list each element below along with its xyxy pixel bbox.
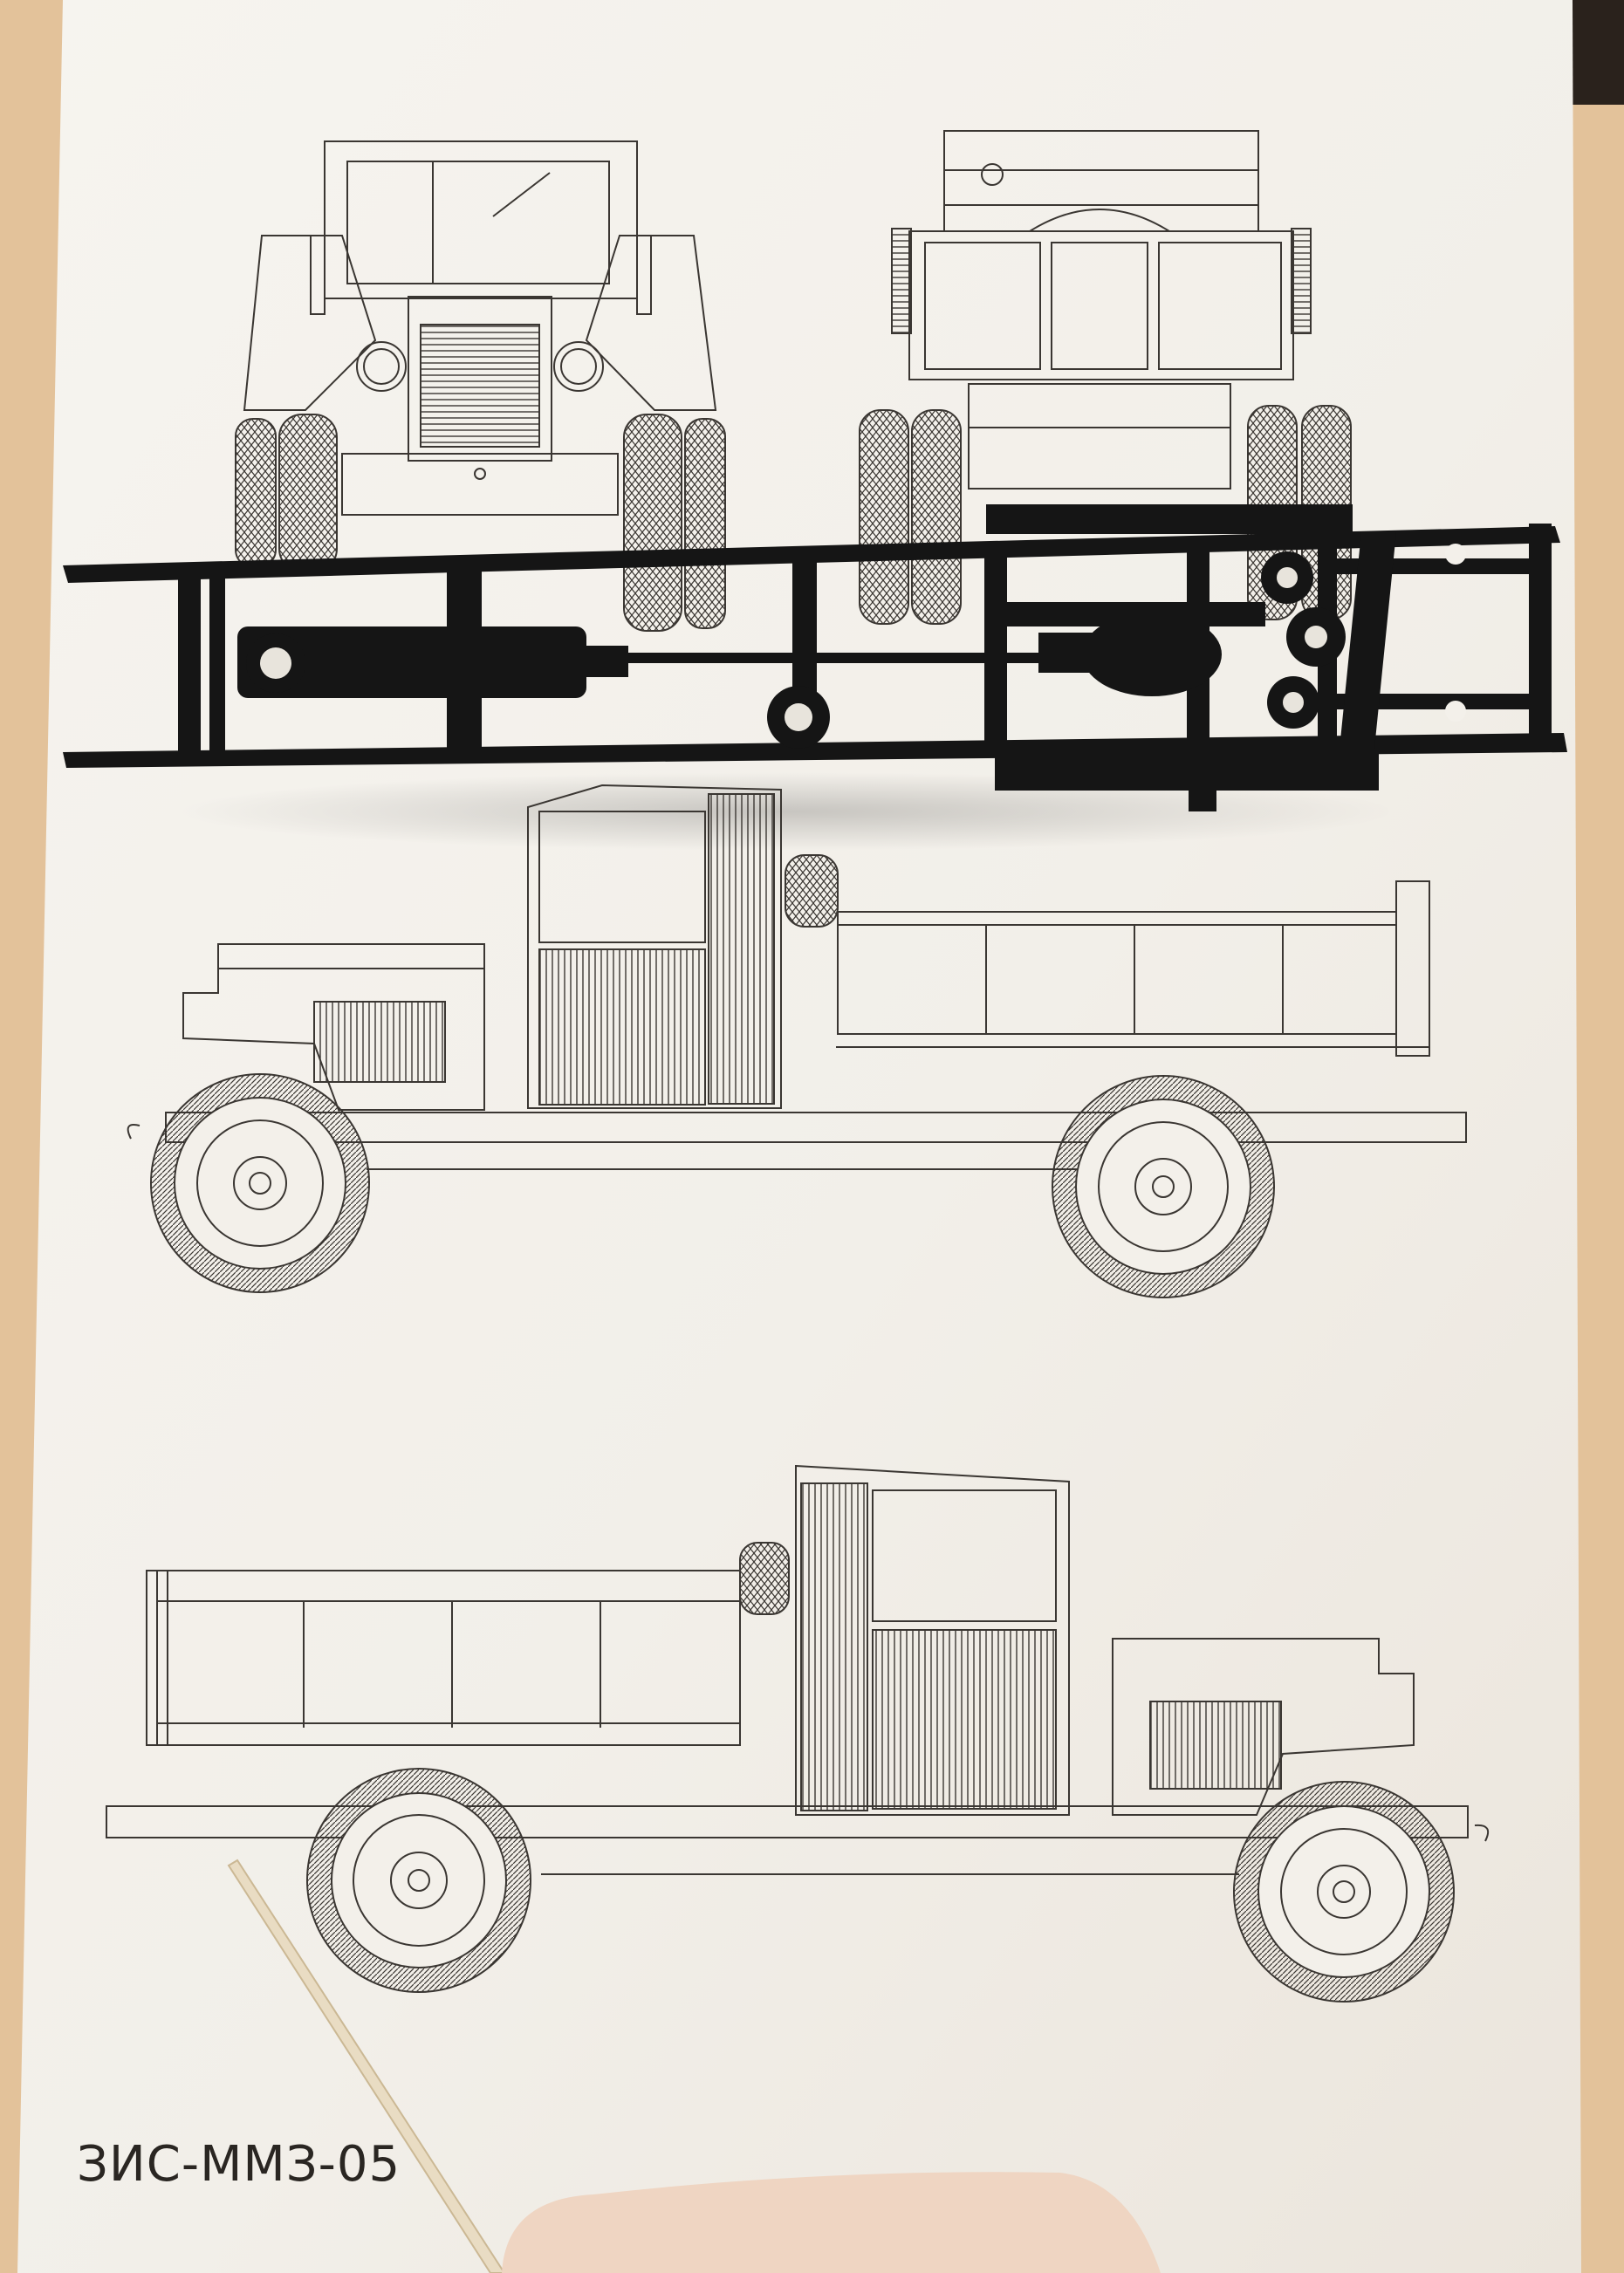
fingertip bbox=[502, 2172, 1161, 2273]
model-caption: ЗИС-ММЗ-05 bbox=[77, 2136, 401, 2193]
left-side-view bbox=[127, 784, 1467, 1298]
dark-corner bbox=[1566, 0, 1624, 105]
wooden-stick bbox=[227, 1859, 506, 2273]
rear-view bbox=[859, 130, 1352, 625]
right-side-view bbox=[106, 1464, 1489, 2003]
black-plastic-chassis-frame bbox=[63, 504, 1567, 851]
front-view bbox=[235, 140, 726, 632]
